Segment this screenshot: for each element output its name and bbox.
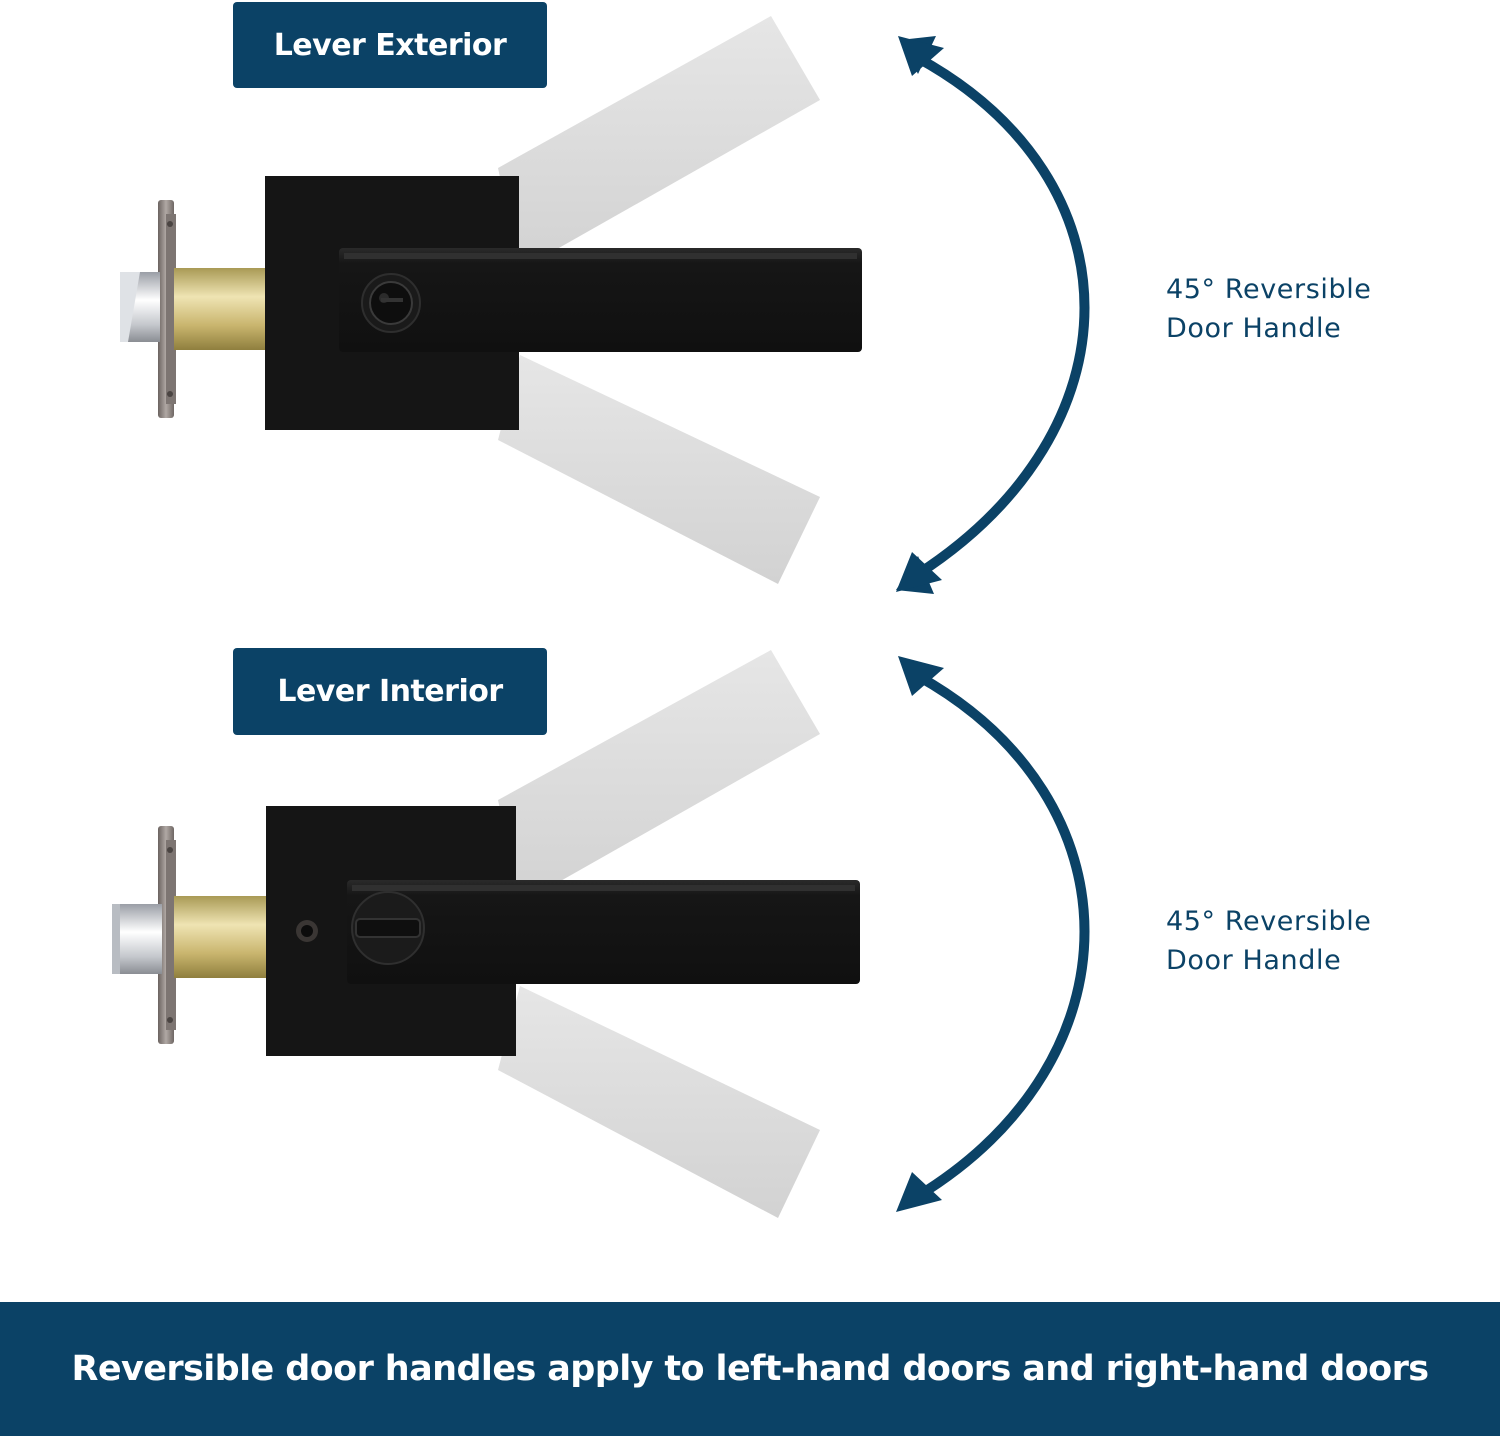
rotation-arrow-icon: [896, 656, 1090, 1212]
interior-caption: 45° Reversible Door Handle: [1166, 902, 1372, 980]
latch-tube: [174, 896, 268, 978]
caption-line-2: Door Handle: [1166, 313, 1342, 344]
keyhole-icon: [361, 273, 421, 333]
exterior-lever-group: [120, 16, 862, 584]
ghost-lever-down: [498, 355, 820, 584]
ghost-lever-up: [498, 650, 820, 904]
lever-exterior-title: Lever Exterior: [273, 27, 507, 63]
emergency-release-hole-icon: [296, 920, 318, 942]
footer-text: Reversible door handles apply to left-ha…: [71, 1349, 1430, 1389]
lever-handle: [339, 248, 862, 352]
footer-banner: Reversible door handles apply to left-ha…: [0, 1302, 1500, 1436]
caption-line-2: Door Handle: [1166, 945, 1342, 976]
lever-exterior-label: Lever Exterior: [233, 2, 547, 88]
latch-bolt: [112, 904, 162, 974]
latch-tube: [174, 268, 268, 350]
rotation-arrow-icon: [896, 36, 1090, 594]
product-illustration: [112, 16, 1090, 1218]
exterior-caption: 45° Reversible Door Handle: [1166, 270, 1372, 348]
lever-interior-title: Lever Interior: [277, 674, 503, 709]
lever-handle: [347, 880, 860, 984]
ghost-lever-down: [498, 986, 820, 1218]
thumb-turn-icon: [351, 891, 425, 965]
caption-line-1: 45° Reversible: [1166, 274, 1372, 305]
ghost-lever-up: [498, 16, 820, 270]
interior-lever-group: [112, 650, 860, 1218]
caption-line-1: 45° Reversible: [1166, 906, 1372, 937]
lever-interior-label: Lever Interior: [233, 648, 547, 735]
